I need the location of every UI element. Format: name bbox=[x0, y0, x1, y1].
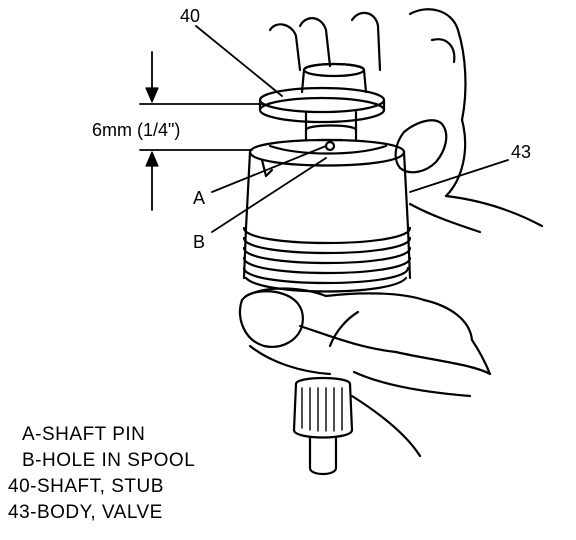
label-a: A bbox=[193, 188, 205, 208]
legend-item: 40-SHAFT, STUB bbox=[8, 476, 164, 497]
stub-shaft bbox=[258, 62, 386, 152]
lower-hand bbox=[238, 287, 492, 398]
label-43: 43 bbox=[511, 142, 531, 162]
legend-item: 43-BODY, VALVE bbox=[8, 502, 163, 523]
valve-body bbox=[242, 138, 412, 293]
input-stub bbox=[292, 376, 422, 476]
dimension-label: 6mm (1/4") bbox=[92, 120, 180, 140]
parts-legend: A-SHAFT PIN B-HOLE IN SPOOL 40-SHAFT, ST… bbox=[8, 422, 195, 526]
legend-item: A-SHAFT PIN bbox=[22, 424, 146, 445]
label-b: B bbox=[193, 232, 205, 252]
label-40: 40 bbox=[180, 6, 200, 26]
legend-item: B-HOLE IN SPOOL bbox=[22, 450, 196, 471]
dimension-6mm bbox=[139, 51, 265, 211]
leader-lines bbox=[195, 25, 509, 233]
